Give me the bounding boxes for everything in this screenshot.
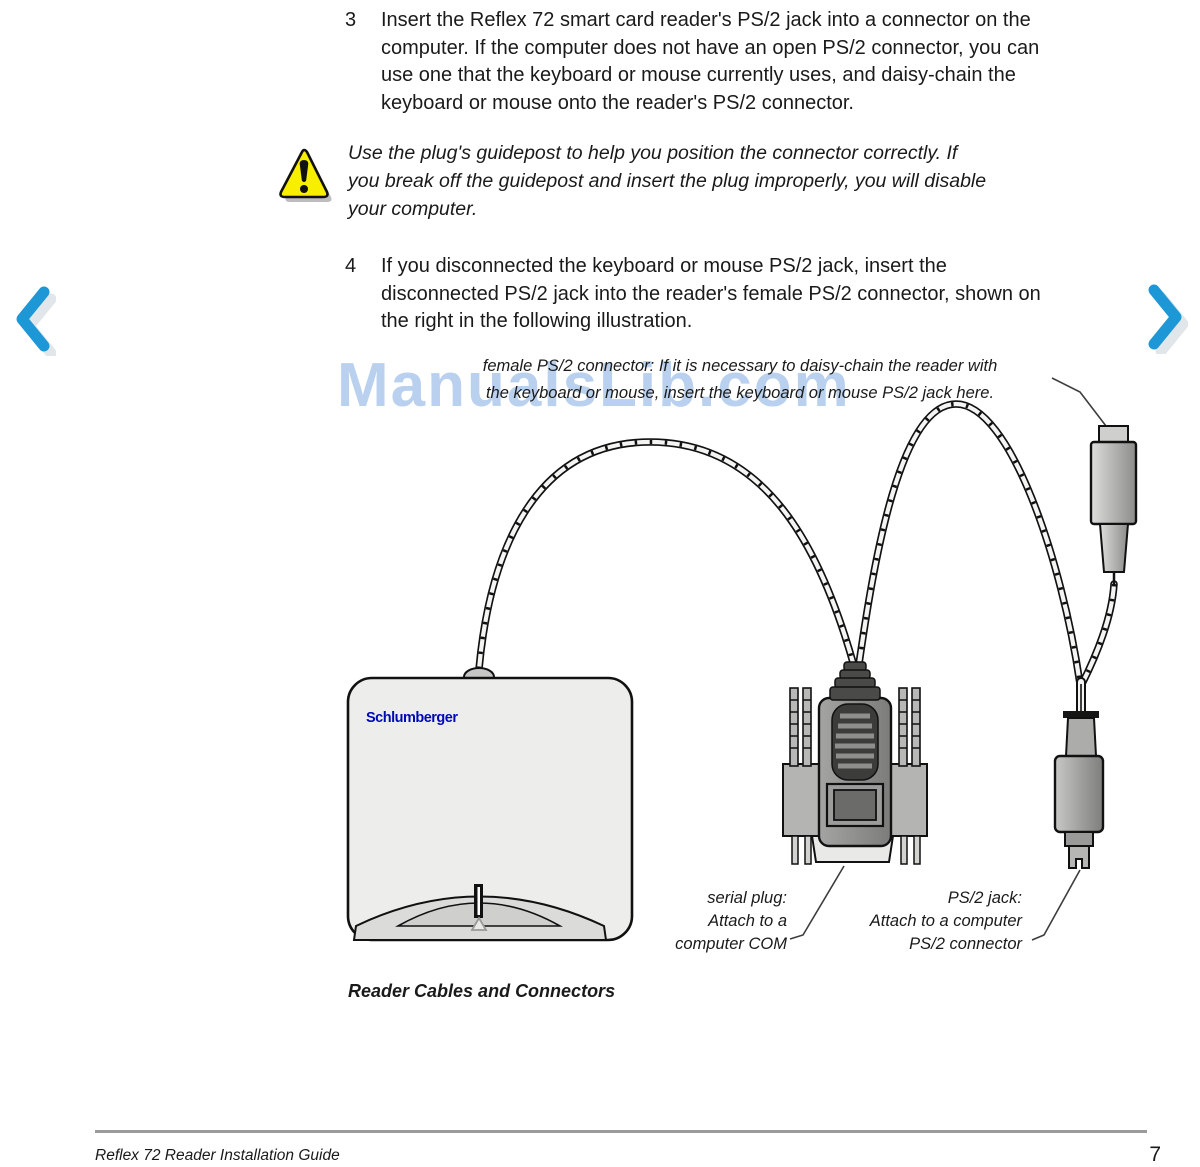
prev-page-button[interactable] (12, 286, 57, 359)
card-slot-highlight (477, 887, 480, 915)
footer-divider (95, 1130, 1147, 1133)
footer-page-number: 7 (1149, 1143, 1161, 1166)
plug-grip-ribs (835, 713, 875, 769)
jack-step (1064, 831, 1094, 847)
ps2-jack-label-line-3: PS/2 connector (909, 935, 1022, 953)
chevron-right-icon (1148, 284, 1189, 357)
thumbscrew-knurls (790, 699, 920, 749)
thumbscrew (802, 687, 812, 767)
male-ps2-jack (1053, 711, 1105, 869)
thumbscrew (898, 687, 908, 767)
screw-pin (791, 835, 799, 865)
screw-pin (804, 835, 812, 865)
screw-pin (913, 835, 921, 865)
ps2-jack-label-line-2: Attach to a computer (869, 912, 1022, 930)
serial-plug (782, 661, 928, 865)
serial-to-jack-cable (855, 400, 1084, 688)
jack-neck (1064, 717, 1098, 757)
female-connector-neck (1098, 523, 1130, 573)
warning-exclamation-dot (300, 185, 308, 193)
footer-doc-title: Reflex 72 Reader Installation Guide (95, 1147, 340, 1164)
strain-relief (829, 686, 881, 701)
next-page-button[interactable] (1144, 284, 1189, 357)
serial-plug-leader-line (789, 865, 845, 940)
plug-label-inset (833, 789, 877, 821)
annotation-leader-line (1051, 377, 1107, 427)
jack-barrel (1053, 754, 1105, 834)
manualslib-watermark: ManualsLib.com (337, 351, 851, 420)
female-connector-tail-cable (1078, 580, 1118, 688)
plug-grip-recess (831, 703, 879, 781)
step-3: 3 Insert the Reflex 72 smart card reader… (345, 7, 1043, 117)
figure-caption: Reader Cables and Connectors (348, 981, 616, 1001)
warning-triangle-icon (276, 145, 334, 207)
thumbscrew (789, 687, 799, 767)
step-3-number: 3 (345, 9, 357, 31)
schlumberger-logo: Schlumberger (366, 710, 458, 726)
female-connector-barrel (1089, 440, 1138, 526)
smart-card-reader: Schlumberger (346, 667, 634, 942)
serial-plug-label-line-1: serial plug: (707, 889, 787, 907)
annotation-line-2: the keyboard or mouse, insert the keyboa… (485, 383, 995, 402)
female-ps2-connector (1089, 425, 1138, 586)
ps2-jack-label-line-1: PS/2 jack: (947, 889, 1022, 907)
serial-plug-label: serial plug: Attach to a computer COM (620, 887, 787, 956)
step-4-number: 4 (345, 255, 357, 277)
female-connector-annotation: female PS/2 connector: If it is necessar… (440, 353, 1040, 406)
serial-plug-label-line-2: Attach to a (708, 912, 787, 930)
serial-plug-label-line-3: computer COM (675, 935, 787, 953)
step-3-text: Insert the Reflex 72 smart card reader's… (381, 9, 1040, 114)
jack-top-collar (1063, 711, 1099, 718)
screw-pin (900, 835, 908, 865)
warning-triangle-svg (279, 148, 332, 202)
chevron-left-icon (16, 286, 57, 359)
warning-note-text: Use the plug's guidepost to help you pos… (348, 142, 987, 220)
reader-cables-illustration: Schlumberger (346, 377, 1138, 942)
ps2-jack-leader-line (1031, 869, 1081, 941)
card-insert-arrow (470, 916, 488, 931)
reader-cable-arc (475, 438, 858, 673)
annotation-line-1: female PS/2 connector: If it is necessar… (482, 357, 998, 375)
ps2-jack-label: PS/2 jack: Attach to a computer PS/2 con… (820, 887, 1022, 956)
thumbscrew (911, 687, 921, 767)
jack-plug-tip (1068, 845, 1090, 869)
step-4-text: If you disconnected the keyboard or mous… (381, 255, 1041, 332)
step-4: 4 If you disconnected the keyboard or mo… (345, 253, 1043, 336)
warning-exclamation-bar (299, 160, 309, 182)
